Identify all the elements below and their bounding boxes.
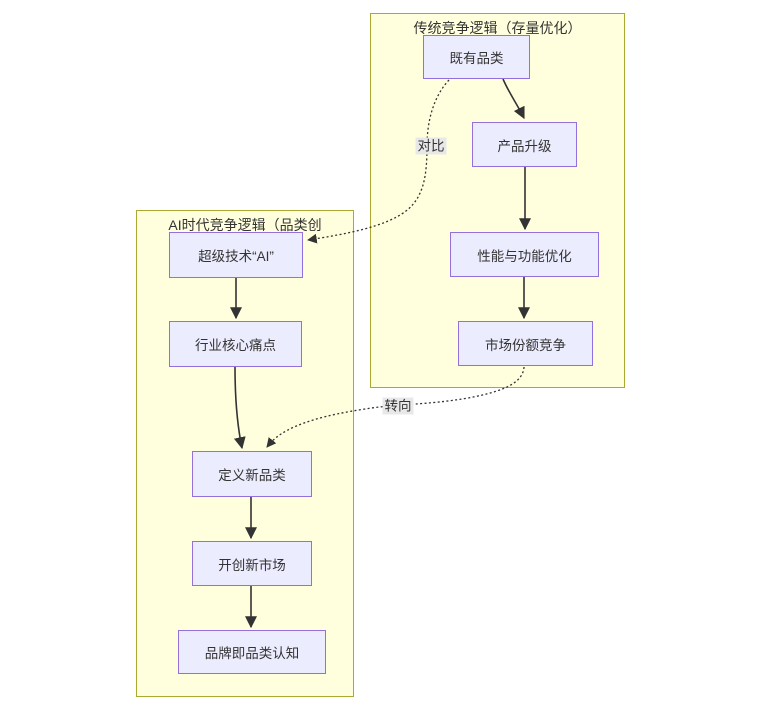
node-market-share-competition-label: 市场份额竞争 xyxy=(485,337,566,353)
node-product-upgrade-label: 产品升级 xyxy=(497,138,552,154)
node-performance-optimization: 性能与功能优化 xyxy=(450,232,599,277)
node-brand-category-cognition-label: 品牌即品类认知 xyxy=(204,646,300,661)
node-existing-category: 既有品类 xyxy=(423,35,530,79)
node-define-new-category: 定义新品类 xyxy=(192,451,312,497)
node-super-tech-ai: 超级技术“AI” xyxy=(169,232,303,278)
node-create-new-market-label: 开创新市场 xyxy=(218,557,286,573)
edge-label-compare: 对比 xyxy=(415,137,447,155)
cluster-traditional-title: 传统竞争逻辑（存量优化） xyxy=(413,20,582,36)
edge-compare-dotted xyxy=(307,79,450,244)
node-create-new-market: 开创新市场 xyxy=(192,541,312,586)
edge-existing-to-upgrade xyxy=(502,78,525,120)
node-industry-pain-point: 行业核心痛点 xyxy=(169,321,302,367)
node-super-tech-ai-label: 超级技术“AI” xyxy=(198,249,274,264)
cluster-ai: AI时代竞争逻辑（品类创 xyxy=(136,210,354,697)
node-product-upgrade: 产品升级 xyxy=(472,122,577,167)
node-industry-pain-point-label: 行业核心痛点 xyxy=(195,338,276,353)
node-existing-category-label: 既有品类 xyxy=(449,51,504,66)
node-define-new-category-label: 定义新品类 xyxy=(218,468,286,483)
node-brand-category-cognition: 品牌即品类认知 xyxy=(178,630,326,674)
cluster-ai-title: AI时代竞争逻辑（品类创 xyxy=(168,217,322,233)
edge-label-turn: 转向 xyxy=(382,397,414,415)
node-performance-optimization-label: 性能与功能优化 xyxy=(477,248,572,264)
edge-pain-to-define xyxy=(233,366,246,450)
node-market-share-competition: 市场份额竞争 xyxy=(458,321,593,366)
edge-turn-dotted xyxy=(266,366,525,448)
